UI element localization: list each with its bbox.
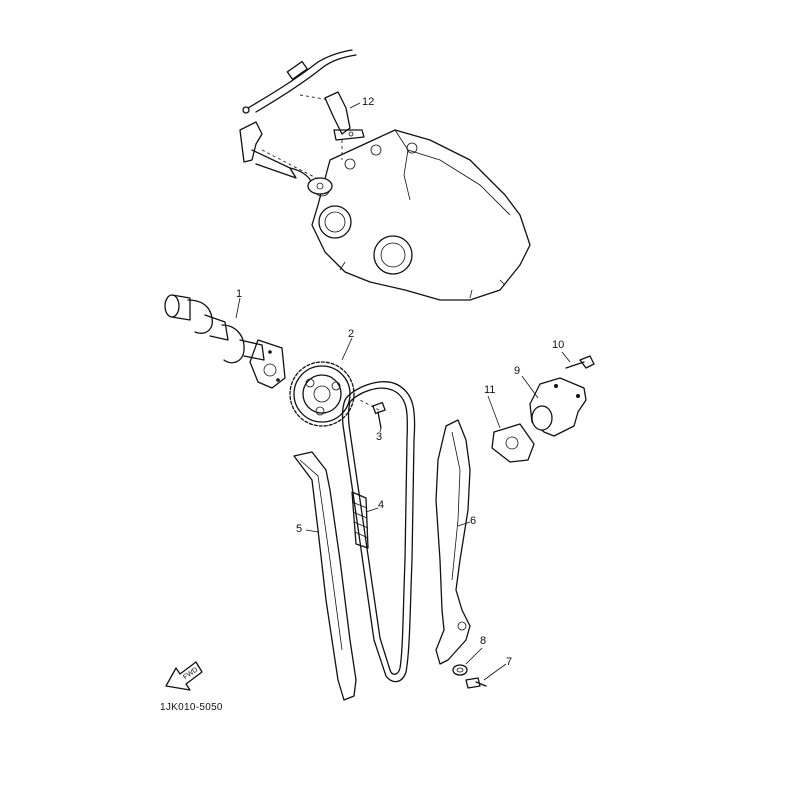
fwd-label: FWD bbox=[182, 666, 199, 681]
callout-7: 7 bbox=[506, 656, 513, 668]
lever-shaft bbox=[239, 121, 333, 195]
callout-2: 2 bbox=[348, 328, 355, 340]
callout-1: 1 bbox=[236, 288, 243, 300]
callout-8: 8 bbox=[480, 635, 487, 647]
chain-guide-5 bbox=[293, 451, 357, 701]
callout-9: 9 bbox=[514, 365, 521, 377]
bolt-10 bbox=[565, 355, 595, 369]
camshaft bbox=[164, 294, 286, 389]
callout-5: 5 bbox=[296, 523, 303, 535]
callout-6: 6 bbox=[470, 515, 477, 527]
leader-lines bbox=[235, 102, 571, 681]
callout-3: 3 bbox=[376, 431, 383, 443]
bolt-7 bbox=[465, 677, 487, 689]
bolt-3 bbox=[359, 399, 386, 429]
chain-guide-6 bbox=[435, 419, 471, 665]
callout-4: 4 bbox=[378, 499, 385, 511]
tensioner-9 bbox=[529, 377, 587, 437]
fwd-arrow-icon bbox=[165, 661, 203, 691]
callout-10: 10 bbox=[552, 339, 565, 351]
cam-chain bbox=[341, 381, 416, 683]
drawing-code: 1JK010-5050 bbox=[160, 702, 223, 713]
cylinder-head bbox=[311, 129, 531, 301]
cam-sprocket bbox=[289, 361, 355, 427]
gasket-11 bbox=[491, 423, 535, 463]
washer-8 bbox=[452, 664, 468, 676]
callout-11: 11 bbox=[484, 384, 496, 396]
callout-12: 12 bbox=[362, 96, 375, 108]
cable-assembly bbox=[242, 49, 365, 160]
